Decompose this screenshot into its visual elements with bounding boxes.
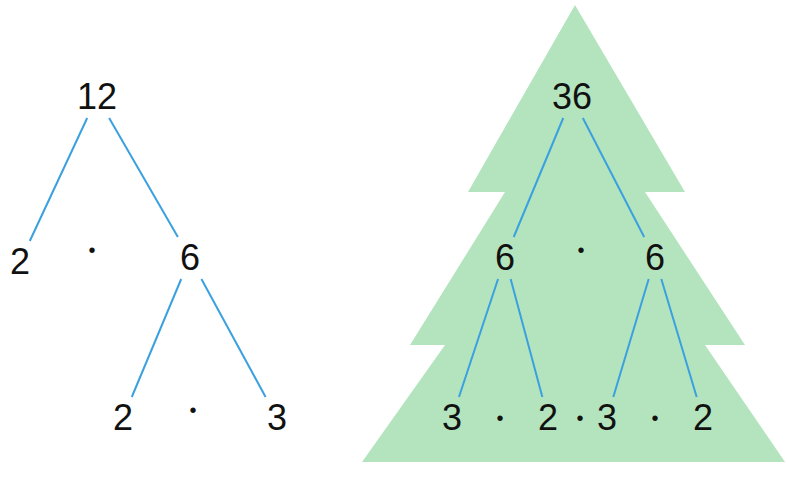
factor-branch: [661, 279, 696, 397]
factor-number: 6: [641, 237, 669, 279]
factor-number: 12: [73, 76, 121, 118]
factor-branch: [30, 118, 87, 241]
number-text: 6: [180, 240, 200, 276]
number-text: 6: [645, 240, 665, 276]
number-text: 2: [538, 400, 558, 436]
factor-branch: [201, 279, 265, 397]
number-text: 6: [495, 240, 515, 276]
multiplication-dot: •: [496, 408, 503, 428]
number-text: 3: [267, 400, 287, 436]
multiplication-dot: •: [577, 240, 584, 260]
number-text: 12: [77, 79, 117, 115]
factor-branch: [514, 118, 564, 237]
factor-branch: [132, 279, 181, 397]
number-text: 3: [597, 400, 617, 436]
multiplication-dot: •: [651, 408, 658, 428]
factor-number: 2: [6, 241, 34, 283]
factor-number: 2: [109, 397, 137, 439]
factor-branch: [613, 279, 648, 397]
factor-branch: [511, 279, 543, 397]
factor-number: 6: [491, 237, 519, 279]
factor-number: 2: [689, 397, 717, 439]
factor-number: 2: [534, 397, 562, 439]
factor-number: 3: [263, 397, 291, 439]
factor-number: 3: [438, 397, 466, 439]
factor-number: 6: [176, 237, 204, 279]
factor-branch: [459, 279, 498, 397]
number-text: 2: [693, 400, 713, 436]
factor-number: 36: [548, 76, 596, 118]
multiplication-dot: •: [88, 240, 95, 260]
factor-branch: [583, 118, 644, 237]
factor-branch: [109, 118, 178, 237]
number-text: 36: [552, 79, 592, 115]
number-text: 2: [113, 400, 133, 436]
christmas-tree: [362, 5, 785, 462]
number-text: 2: [10, 244, 30, 280]
multiplication-dot: •: [189, 400, 196, 420]
number-text: 3: [442, 400, 462, 436]
factor-number: 3: [593, 397, 621, 439]
multiplication-dot: •: [576, 408, 583, 428]
